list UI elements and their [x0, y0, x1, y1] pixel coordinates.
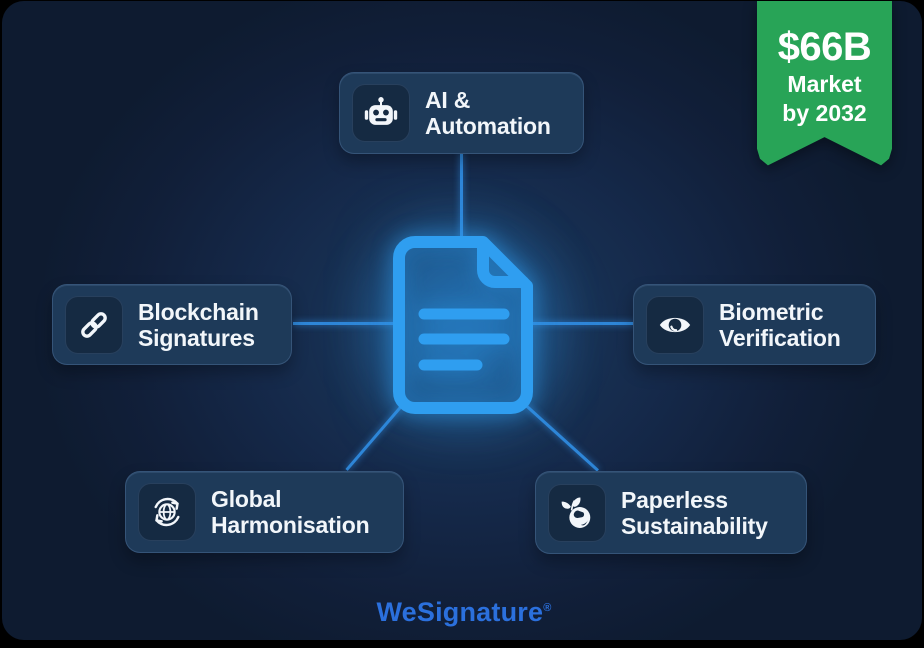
wesignature-logo: WeSignature®: [2, 597, 922, 628]
document-icon: [393, 236, 533, 414]
earth-leaf-icon: [548, 483, 606, 542]
globe-sync-icon: [138, 483, 196, 541]
node-blockchain-signatures: Blockchain Signatures: [52, 284, 292, 365]
badge-value: $66B: [777, 25, 872, 69]
node-paperless-sustainability: Paperless Sustainability: [535, 471, 807, 554]
node-ai-automation: AI & Automation: [339, 72, 584, 154]
badge-line2: Market: [787, 71, 862, 97]
node-label: Global Harmonisation: [211, 486, 370, 538]
connector-left: [293, 322, 399, 325]
market-badge: $66B Market by 2032: [757, 1, 892, 167]
node-global-harmonisation: Global Harmonisation: [125, 471, 404, 553]
node-biometric-verification: Biometric Verification: [633, 284, 876, 365]
chain-link-icon: [65, 295, 123, 354]
node-label: Blockchain Signatures: [138, 298, 259, 351]
logo-text: WeSignature: [376, 597, 544, 627]
eye-icon: [646, 295, 704, 354]
node-label: Biometric Verification: [719, 298, 841, 351]
node-label: Paperless Sustainability: [621, 486, 768, 539]
trademark-symbol: ®: [543, 602, 552, 614]
robot-icon: [352, 84, 410, 142]
node-label: AI & Automation: [425, 87, 551, 139]
connector-right: [529, 322, 634, 325]
connector-top: [460, 153, 463, 241]
badge-line3: by 2032: [782, 99, 867, 126]
